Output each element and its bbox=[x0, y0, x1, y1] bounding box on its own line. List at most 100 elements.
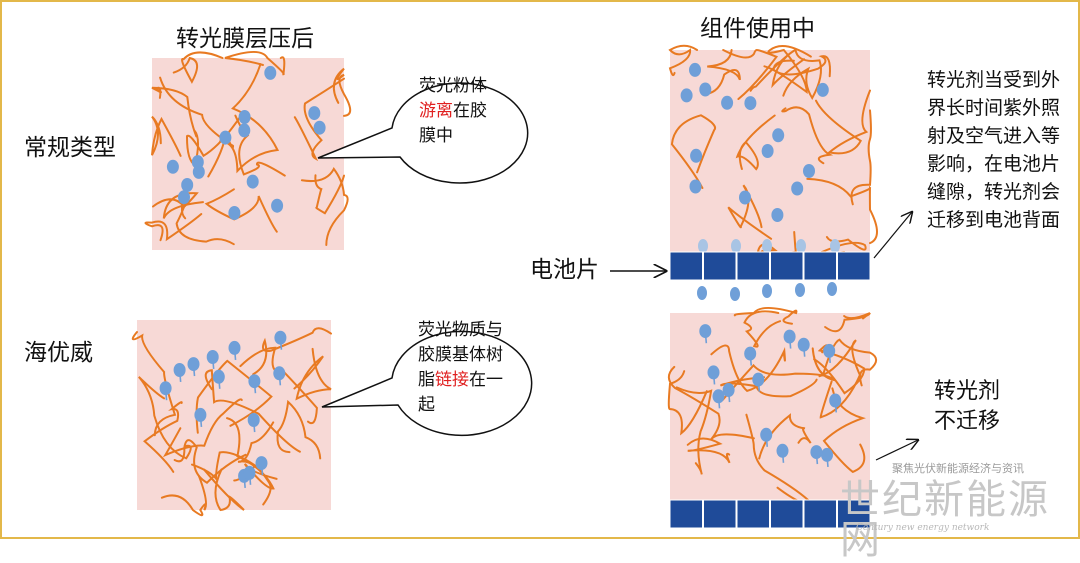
polymer-fiber bbox=[131, 331, 177, 437]
solar-cell-segment bbox=[736, 499, 770, 529]
logo-wordmark: 世纪新能源网 bbox=[840, 477, 1050, 563]
polymer-fiber bbox=[749, 49, 805, 92]
phosphor-particle bbox=[273, 366, 286, 381]
speech-bubble-bottom bbox=[321, 330, 533, 437]
phosphor-particle bbox=[212, 369, 225, 384]
polymer-fiber bbox=[293, 77, 345, 162]
heading-in-use: 组件使用中 bbox=[700, 16, 815, 42]
polymer-fiber bbox=[815, 89, 871, 155]
polymer-fiber bbox=[667, 365, 755, 441]
logo-subtitle: Century new energy network bbox=[856, 523, 990, 533]
solar-cell-segment bbox=[669, 251, 703, 281]
row-label-hiuv: 海优威 bbox=[24, 340, 93, 366]
phosphor-particle bbox=[194, 407, 207, 422]
phosphor-particle bbox=[739, 190, 751, 205]
phosphor-particle bbox=[264, 65, 277, 80]
phosphor-particle bbox=[712, 389, 725, 404]
solar-cell-segment bbox=[770, 251, 804, 281]
polymer-fiber bbox=[185, 112, 244, 167]
polymer-fiber bbox=[806, 177, 878, 245]
arrow-to-desc-top bbox=[873, 212, 912, 259]
polymer-fiber bbox=[824, 312, 871, 333]
phosphor-particle bbox=[246, 174, 259, 189]
polymer-fiber bbox=[160, 475, 207, 517]
phosphor-particle bbox=[228, 206, 241, 220]
polymer-fiber bbox=[332, 67, 352, 117]
solar-cell-segment bbox=[669, 499, 703, 529]
polymer-fiber bbox=[758, 413, 812, 460]
phosphor-particle bbox=[178, 190, 190, 205]
polymer-fiber bbox=[173, 439, 247, 484]
polymer-fiber bbox=[772, 55, 831, 78]
diagram-drawing bbox=[131, 44, 1080, 529]
polymer-fiber bbox=[237, 421, 275, 506]
solar-cell-segment bbox=[703, 251, 737, 281]
polymer-fiber bbox=[710, 344, 786, 393]
phosphor-particle bbox=[821, 447, 833, 462]
description-no-migration: 转光剂 不迁移 bbox=[934, 379, 1001, 434]
polymer-fiber bbox=[735, 114, 776, 171]
phosphor-particle bbox=[313, 120, 326, 135]
phosphor-particles bbox=[159, 62, 842, 483]
phosphor-particle bbox=[791, 181, 804, 196]
logo-tagline: 聚焦光伏新能源经济与资讯 bbox=[892, 462, 1024, 475]
phosphor-particle bbox=[722, 383, 735, 397]
phosphor-particle bbox=[752, 372, 765, 387]
polymer-fiber bbox=[667, 370, 708, 436]
cell-label: 电池片 bbox=[530, 257, 599, 283]
phosphor-particle bbox=[699, 324, 712, 339]
phosphor-particle bbox=[776, 443, 789, 458]
migrating-particle bbox=[698, 239, 708, 253]
phosphor-particle bbox=[166, 159, 179, 174]
phosphor-particle bbox=[206, 350, 219, 364]
polymer-fiber bbox=[276, 399, 322, 460]
migrating-particle bbox=[830, 239, 840, 253]
solar-cell-segment bbox=[703, 499, 737, 529]
phosphor-particle bbox=[829, 393, 842, 408]
description-migration: 转光剂当受到外 界长时间紫外照 射及空气进入等 影响，在电池片 缝隙，转光剂会 … bbox=[927, 69, 1061, 231]
phosphor-particle bbox=[238, 123, 251, 138]
polymer-fiber bbox=[822, 387, 866, 474]
phosphor-particle bbox=[783, 329, 796, 344]
highlight-free: 游离 bbox=[419, 101, 453, 121]
phosphor-particle bbox=[721, 95, 734, 110]
polymer-fiber bbox=[203, 468, 245, 512]
phosphor-particle bbox=[689, 179, 702, 194]
phosphor-particle bbox=[191, 155, 204, 170]
polymer-fiber bbox=[204, 369, 301, 453]
phosphor-particle bbox=[181, 178, 194, 192]
polymer-fiber bbox=[743, 310, 781, 348]
phosphor-particle bbox=[690, 148, 703, 163]
polymer-fiber bbox=[722, 49, 779, 100]
polymer-fiber bbox=[195, 359, 273, 434]
phosphor-particle bbox=[699, 82, 712, 97]
phosphor-particle bbox=[797, 337, 810, 352]
highlight-linked: 链接 bbox=[435, 370, 469, 390]
polymer-fibers bbox=[131, 44, 878, 517]
polymer-fiber bbox=[162, 398, 243, 458]
phosphor-particle bbox=[187, 357, 200, 372]
polymer-fiber bbox=[172, 51, 224, 84]
solar-cell-segment bbox=[770, 499, 804, 529]
phosphor-particle bbox=[271, 198, 284, 213]
row-label-conventional: 常规类型 bbox=[24, 135, 116, 161]
speech-bubble-top bbox=[317, 82, 529, 184]
phosphor-particle bbox=[689, 62, 701, 77]
migrating-particle bbox=[731, 239, 741, 253]
solar-cell-strip-bottom bbox=[669, 499, 871, 529]
polymer-fiber bbox=[252, 327, 332, 376]
phosphor-particle bbox=[760, 427, 773, 442]
polymer-fiber bbox=[850, 109, 872, 206]
slide-frame bbox=[0, 0, 1080, 539]
heading-after-lamination: 转光膜层压后 bbox=[176, 26, 314, 52]
polymer-fiber bbox=[152, 192, 204, 219]
solar-cell-segment bbox=[803, 251, 837, 281]
phosphor-particle bbox=[744, 346, 757, 361]
polymer-fiber bbox=[151, 115, 182, 157]
polymer-fiber bbox=[300, 167, 349, 246]
phosphor-particle bbox=[255, 456, 268, 471]
phosphor-particle bbox=[816, 82, 829, 97]
phosphor-particle bbox=[228, 340, 241, 355]
polymer-fiber bbox=[219, 63, 280, 174]
phosphor-particle bbox=[707, 365, 720, 380]
